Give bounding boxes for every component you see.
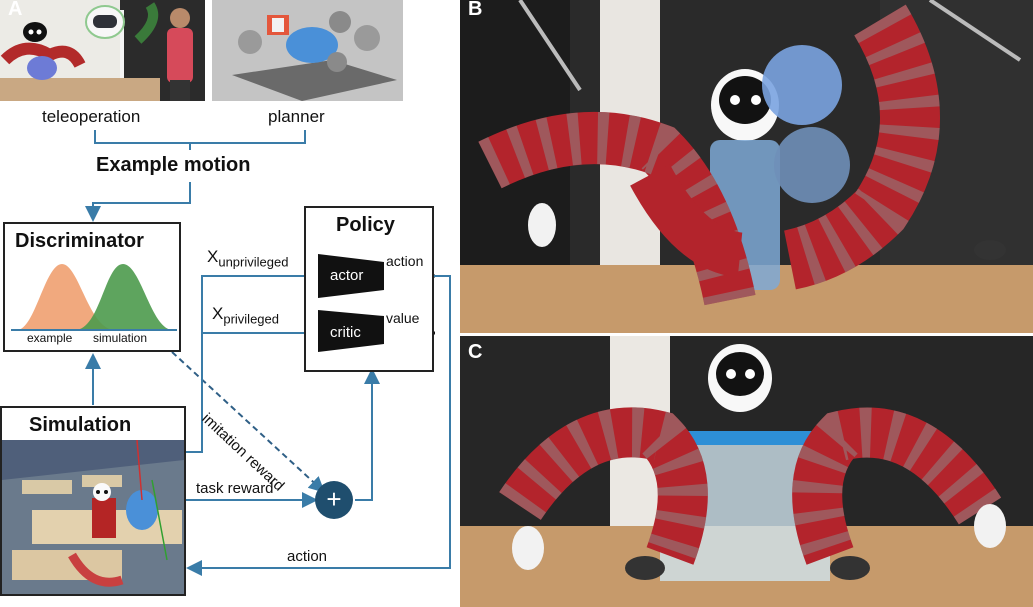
example-distribution (17, 264, 115, 330)
action-output-label: action (386, 253, 424, 269)
panel-c-label: C (468, 341, 483, 363)
actor-label: actor (330, 267, 364, 284)
distribution-curves (11, 264, 177, 331)
discriminator-box: Discriminator example simulation (3, 222, 181, 352)
x-unprivileged-base: X (207, 247, 219, 266)
critic-label: critic (330, 324, 361, 341)
teleoperation-label: teleoperation (42, 107, 141, 126)
simulation-title: Simulation (29, 414, 132, 436)
panel-b-scene (460, 0, 1033, 333)
x-privileged-base: X (212, 304, 224, 323)
x-unprivileged-label: Xunprivileged (207, 247, 288, 269)
simulation-scene (2, 440, 184, 594)
diagram-connectors (85, 130, 451, 576)
panel-c-photo (460, 336, 1033, 607)
panel-b-label: B (468, 0, 483, 20)
example-motion-label: Example motion (96, 154, 251, 176)
panel-a-label: A (8, 0, 23, 20)
task-reward-label: task reward (196, 480, 274, 497)
planner-label: planner (268, 107, 325, 126)
merge-bracket (94, 130, 306, 144)
x-unprivileged-sub: unprivileged (218, 254, 289, 270)
reward-to-policy-arrow (355, 368, 380, 501)
critic-block (318, 310, 384, 352)
x-privileged-sub: privileged (223, 311, 279, 327)
example-distribution-label: example (27, 331, 73, 345)
actor-critic-blocks (318, 254, 384, 352)
teleoperation-scene (0, 0, 205, 101)
policy-title: Policy (336, 214, 395, 236)
example-to-discriminator-arrow (85, 182, 191, 222)
simulation-distribution-label: simulation (93, 331, 148, 345)
value-output-label: value (386, 310, 420, 326)
action-feedback-label: action (287, 548, 328, 565)
action-feedback-arrow (186, 275, 451, 576)
planner-render (212, 0, 403, 101)
plus-sign: + (326, 484, 342, 514)
simulation-render (2, 440, 184, 594)
discriminator-title: Discriminator (15, 230, 144, 252)
imitation-reward-arrow (171, 351, 325, 493)
actor-block (318, 254, 384, 298)
simulation-distribution (75, 264, 173, 330)
x-privileged-label: Xprivileged (212, 304, 279, 326)
teleoperation-photo (0, 0, 205, 101)
panel-c-scene (460, 336, 1033, 607)
reward-sum-node: + (315, 481, 353, 519)
planner-scene (212, 0, 403, 101)
x-unprivileged-arrow (185, 268, 320, 453)
panel-b-photo (460, 0, 1033, 333)
